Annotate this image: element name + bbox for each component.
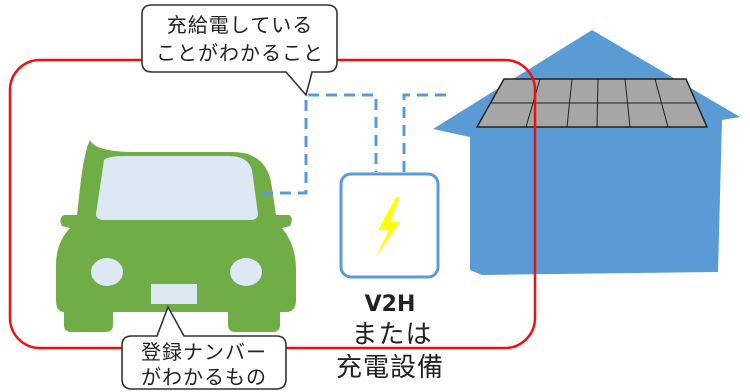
callout-plate: 登録ナンバー がわかるもの [121,305,287,390]
car-windshield [96,156,258,220]
callout-charging-line1: 充給電している [167,13,313,37]
callout-plate-bubble [121,305,287,390]
car-icon [56,140,296,332]
station-label-charger: 充電設備 [336,353,444,383]
house-icon [433,30,740,275]
station-label-or: または [351,320,432,350]
cable-car-to-station [262,93,378,195]
callout-charging-bubble [141,4,338,97]
car-headlight-right [230,258,262,286]
callout-charging-line2: ことがわかること [156,41,324,65]
callout-plate-line1: 登録ナンバー [141,340,267,364]
station-label-v2h: V2H [365,292,416,317]
lightning-bolt-icon [375,197,400,258]
charging-station [339,172,440,279]
car-headlight-left [91,258,123,286]
license-plate [151,284,197,304]
callout-plate-line2: がわかるもの [141,365,267,389]
callout-charging: 充給電している ことがわかること [141,4,338,97]
cables [262,93,452,195]
station-label: V2H または 充電設備 [336,292,444,383]
solar-panel-icon [475,78,709,128]
cable-station-to-house [402,93,452,172]
house-body [433,30,740,275]
